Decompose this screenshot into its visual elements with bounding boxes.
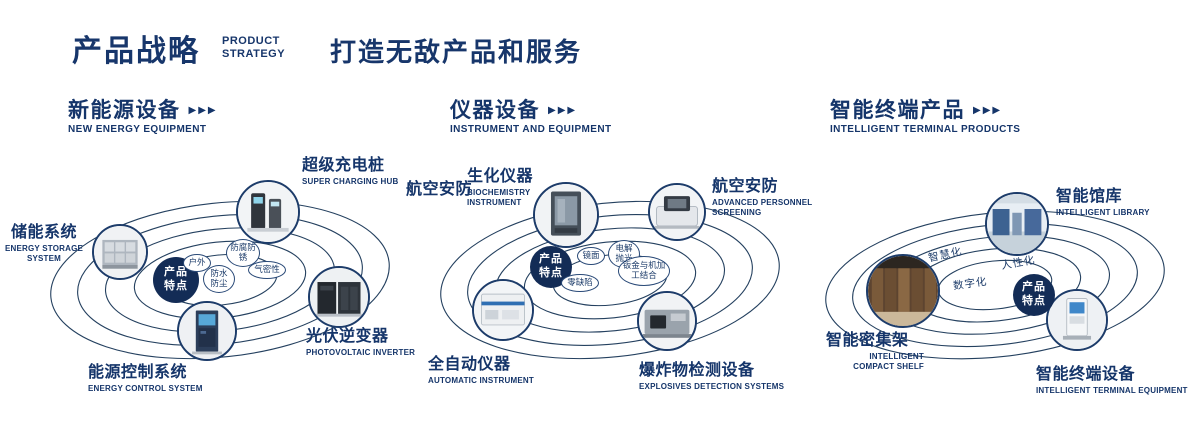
energy-storage-image — [94, 226, 146, 278]
label-automatic-instrument: 全自动仪器 AUTOMATIC INSTRUMENT — [428, 356, 534, 385]
badge-line1: 产品 — [1022, 281, 1046, 294]
badge-line2: 特点 — [539, 267, 563, 279]
page-title: 产品战略 — [72, 35, 200, 68]
label-personnel-screening: 航空安防 ADVANCED PERSONNEL SCREENING — [712, 178, 813, 217]
feature-tag-outdoor: 户外 — [183, 254, 211, 272]
label-super-charging-hub: 超级充电桩 SUPER CHARGING HUB — [302, 157, 399, 186]
super-charging-hub-image — [238, 182, 298, 242]
node-personnel-screening — [648, 183, 706, 241]
section-header-new-energy: 新能源设备 ▶▶▶ — [68, 94, 218, 124]
feature-tag-sheetmetal-machining: 钣金与机加工结合 — [618, 256, 670, 286]
section-header-instrument: 仪器设备 ▶▶▶ — [450, 94, 577, 124]
page-subtitle-line2: STRATEGY — [222, 47, 286, 60]
badge-line2: 特点 — [164, 280, 188, 292]
triple-arrow-icon: ▶▶▶ — [188, 105, 218, 116]
node-energy-control-system — [177, 301, 237, 361]
label-intelligent-compact-shelf: 智能密集架 INTELLIGENT COMPACT SHELF — [826, 332, 924, 371]
node-super-charging-hub — [236, 180, 300, 244]
page-subtitle: PRODUCT STRATEGY — [222, 35, 285, 60]
energy-control-image — [179, 303, 235, 359]
product-features-badge: 产品 特点 — [153, 257, 199, 303]
label-photovoltaic-inverter: 光伏逆变器 PHOTOVOLTAIC INVERTER — [306, 328, 416, 357]
intelligent-terminal-image — [1048, 291, 1106, 349]
section-subtitle: INTELLIGENT TERMINAL PRODUCTS — [830, 124, 1021, 135]
section-subtitle: NEW ENERGY EQUIPMENT — [68, 124, 207, 135]
node-explosives-detection — [637, 291, 697, 351]
node-biochemistry-instrument — [533, 182, 599, 248]
tagline: 打造无敌产品和服务 — [330, 37, 583, 67]
label-biochemistry-instrument: 生化仪器 BIOCHEMISTRY INSTRUMENT — [467, 168, 534, 207]
feature-tag-zero-defect: 零缺陷 — [561, 274, 599, 292]
section-title: 新能源设备 — [68, 99, 181, 122]
triple-arrow-icon: ▶▶▶ — [973, 105, 1003, 116]
node-automatic-instrument — [472, 279, 534, 341]
automatic-instrument-image — [474, 281, 532, 339]
section-title: 仪器设备 — [450, 99, 540, 122]
node-intelligent-library — [985, 192, 1049, 256]
label-explosives-detection: 爆炸物检测设备 EXPLOSIVES DETECTION SYSTEMS — [639, 362, 785, 391]
orbit-rings-instrument — [440, 200, 780, 360]
product-features-badge: 产品 特点 — [1013, 274, 1055, 316]
personnel-screening-image — [650, 185, 704, 239]
badge-line1: 产品 — [164, 266, 188, 279]
node-intelligent-compact-shelf — [866, 254, 940, 328]
intelligent-library-image — [987, 194, 1047, 254]
label-energy-storage-system: 储能系统 ENERGY STORAGE SYSTEM — [4, 224, 84, 263]
label-aviation-security-left: 航空安防 — [406, 181, 473, 198]
biochemistry-instrument-image — [535, 184, 597, 246]
label-energy-control-system: 能源控制系统 ENERGY CONTROL SYSTEM — [88, 364, 203, 393]
triple-arrow-icon: ▶▶▶ — [548, 105, 578, 116]
label-intelligent-terminal-equipment: 智能终端设备 INTELLIGENT TERMINAL EQUIPMENT — [1036, 366, 1188, 395]
photovoltaic-inverter-image — [310, 268, 368, 326]
node-intelligent-terminal-equipment — [1046, 289, 1108, 351]
page-subtitle-line1: PRODUCT — [222, 35, 280, 47]
explosives-detection-image — [639, 293, 695, 349]
intelligent-compact-shelf-image — [868, 256, 938, 326]
badge-line2: 特点 — [1022, 295, 1046, 307]
label-intelligent-library: 智能馆库 INTELLIGENT LIBRARY — [1056, 188, 1150, 217]
section-header-intelligent-terminal: 智能终端产品 ▶▶▶ — [830, 94, 1002, 124]
section-subtitle: INSTRUMENT AND EQUIPMENT — [450, 124, 612, 135]
badge-line1: 产品 — [539, 253, 563, 266]
node-photovoltaic-inverter — [308, 266, 370, 328]
feature-tag-mirror: 镜面 — [577, 247, 605, 265]
feature-tag-airtight: 气密性 — [248, 261, 286, 279]
node-energy-storage-system — [92, 224, 148, 280]
section-title: 智能终端产品 — [830, 99, 965, 122]
feature-tag-waterproof: 防水防尘 — [203, 265, 235, 293]
